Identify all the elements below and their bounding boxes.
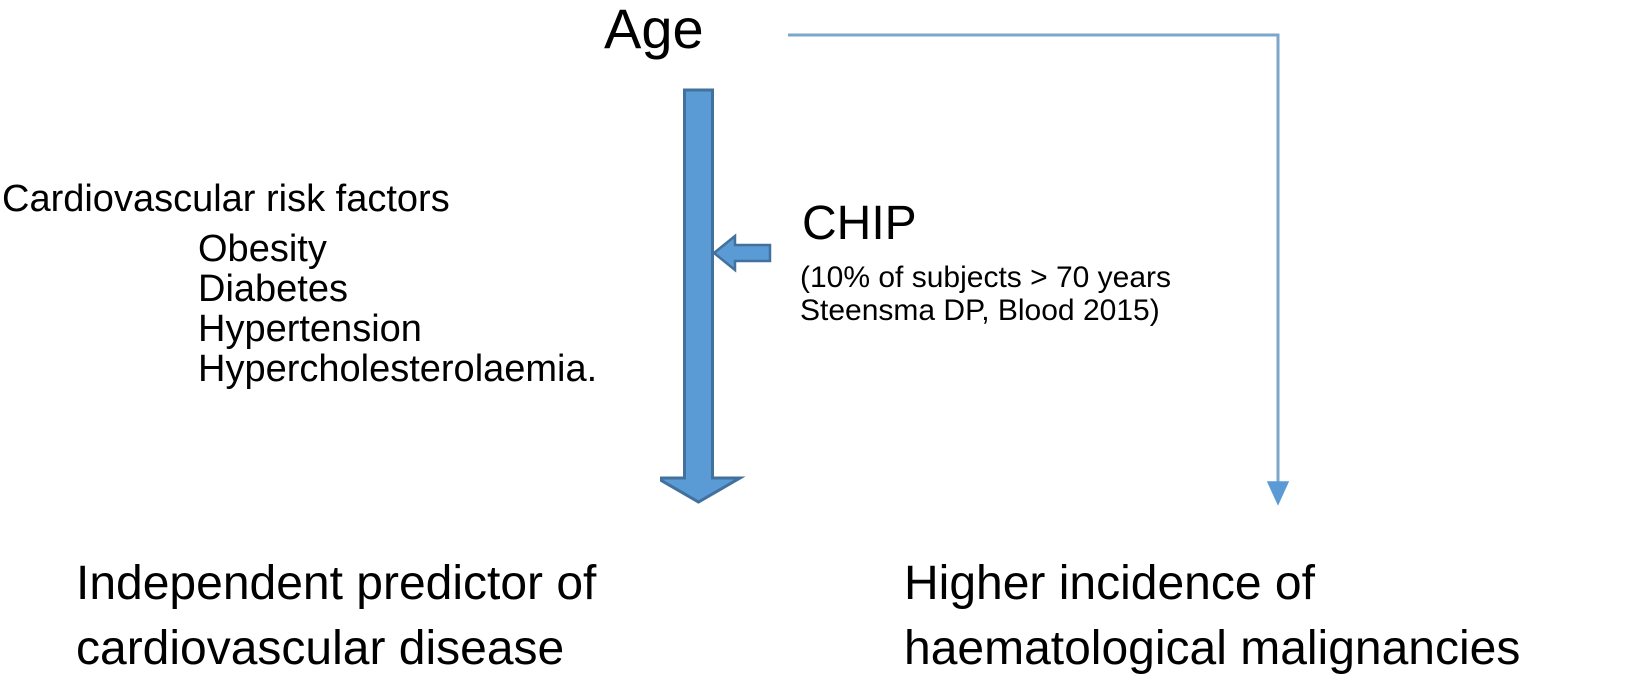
elbow-arrow-icon [788,33,1290,506]
risk-factors-heading: Cardiovascular risk factors [2,178,450,220]
chip-to-age-arrow [711,231,773,275]
chip-citation-line-2: Steensma DP, Blood 2015) [800,294,1160,327]
thick-down-arrow-icon [651,88,746,504]
list-item: Hypertension [198,308,422,350]
outcome-haematological-line-1: Higher incidence of [904,557,1315,610]
outcome-cardiovascular: Independent predictor of cardiovascular … [76,551,596,676]
age-to-haematological-connector [780,26,1290,510]
outcome-haematological-line-2: haematological malignancies [904,622,1521,675]
risk-factors-list: Obesity Diabetes Hypertension Hyperchole… [198,229,597,389]
list-item: Diabetes [198,268,348,310]
chip-label: CHIP [802,197,917,250]
chip-citation: (10% of subjects > 70 years Steensma DP,… [800,261,1171,327]
outcome-haematological: Higher incidence of haematological malig… [904,551,1520,676]
age-to-cardiovascular-arrow [651,88,746,506]
list-item: Obesity [198,228,327,270]
age-title: Age [604,0,704,60]
chip-citation-line-1: (10% of subjects > 70 years [800,261,1172,294]
outcome-cardiovascular-line-2: cardiovascular disease [76,622,565,675]
outcome-cardiovascular-line-1: Independent predictor of [76,557,597,610]
left-arrow-icon [712,233,772,273]
list-item: Hypercholesterolaemia. [198,348,598,390]
